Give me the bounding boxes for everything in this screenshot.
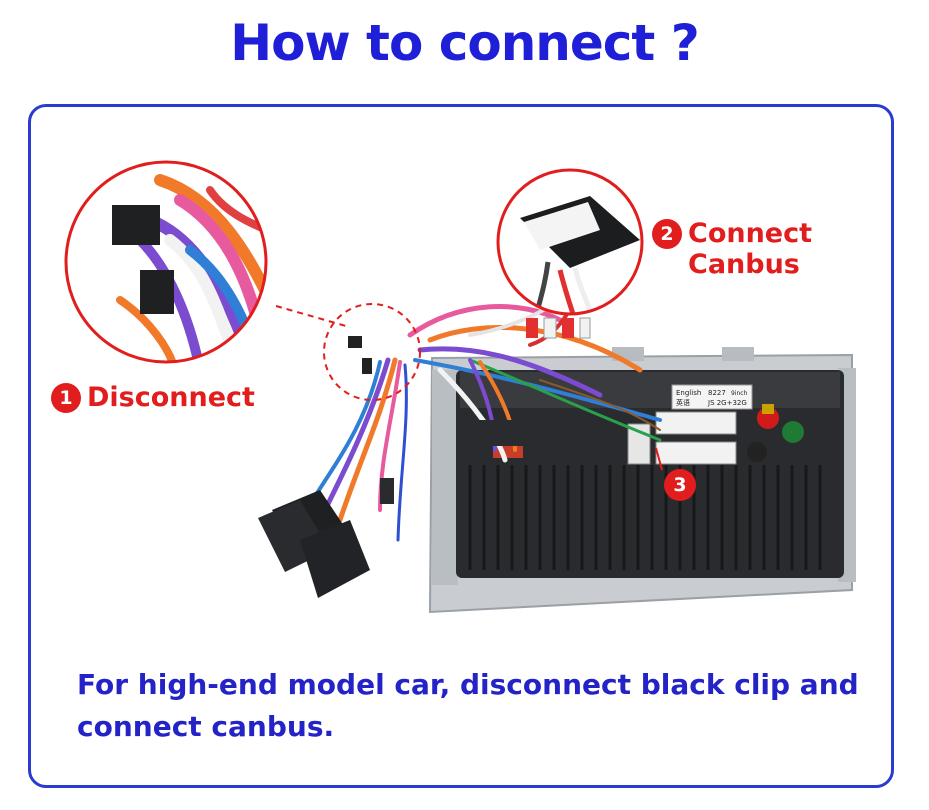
step-2-label: Connect Canbus <box>688 218 812 280</box>
step-2-label-line1: Connect <box>688 218 813 249</box>
unit-label-line1: English <box>676 389 701 397</box>
rca-plugs <box>526 317 591 339</box>
unit-label-memory: JS 2G+32G <box>707 399 747 407</box>
unit-label-lang: 英语 <box>676 398 690 407</box>
step-3-badge: 3 <box>664 469 696 501</box>
unit-label-size: 9inch <box>731 390 748 397</box>
step-2-badge: 2 <box>652 219 682 249</box>
page-title: How to connect ? <box>230 14 700 72</box>
step-1-disconnect: 1 Disconnect <box>51 382 255 413</box>
step-2-label-line2: Canbus <box>688 249 800 280</box>
canbus-decoder-box <box>496 168 644 316</box>
magnified-clip-circle <box>64 160 268 364</box>
step-1-label: Disconnect <box>87 382 255 413</box>
step-2-connect-canbus: 2 Connect Canbus <box>652 218 812 280</box>
instruction-caption: For high-end model car, disconnect black… <box>77 668 859 743</box>
iso-connectors <box>258 420 520 598</box>
head-unit-chassis: English 8227 9inch 英语 JS 2G+32G <box>428 347 856 614</box>
unit-label-model: 8227 <box>708 389 726 397</box>
step-1-badge: 1 <box>51 383 81 413</box>
